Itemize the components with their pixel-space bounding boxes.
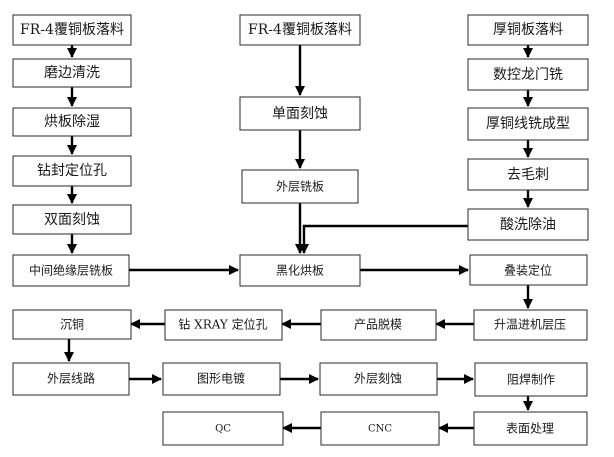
svg-text:阻焊制作: 阻焊制作 <box>507 372 555 387</box>
node-qc: QC <box>162 411 284 446</box>
svg-text:黑化烘板: 黑化烘板 <box>276 264 324 278</box>
svg-text:图形电镀: 图形电镀 <box>197 372 245 386</box>
flow-edges <box>63 45 534 434</box>
svg-text:QC: QC <box>215 424 231 435</box>
svg-text:数控龙门铣: 数控龙门铣 <box>493 67 563 83</box>
flow-nodes: FR-4覆铜板落料 磨边清洗 烘板除湿 钻封定位孔 双面刻蚀 中间绝缘层铣板 F… <box>12 14 589 446</box>
edge-acid-to-blacken <box>298 224 468 255</box>
node-fr4-cut-mid: FR-4覆铜板落料 <box>239 14 361 46</box>
node-thick-copper-cut: 厚铜板落料 <box>467 14 589 46</box>
svg-text:烘板除湿: 烘板除湿 <box>44 114 100 130</box>
node-outer-circuit: 外层线路 <box>12 362 130 396</box>
svg-text:厚铜线铣成型: 厚铜线铣成型 <box>486 116 570 132</box>
node-product-demold: 产品脱模 <box>320 309 437 341</box>
svg-text:去毛刺: 去毛刺 <box>507 167 549 183</box>
node-heat-press: 升温进机层压 <box>473 309 588 341</box>
svg-text:CNC: CNC <box>368 424 392 435</box>
svg-text:FR-4覆铜板落料: FR-4覆铜板落料 <box>248 22 352 38</box>
node-outer-etch: 外层刻蚀 <box>319 362 438 396</box>
node-copper-sink: 沉铜 <box>12 309 132 340</box>
node-deburr: 去毛刺 <box>467 158 589 191</box>
svg-text:双面刻蚀: 双面刻蚀 <box>44 212 100 228</box>
svg-text:叠装定位: 叠装定位 <box>504 263 552 278</box>
svg-text:外层刻蚀: 外层刻蚀 <box>354 372 402 386</box>
svg-text:升温进机层压: 升温进机层压 <box>494 318 566 332</box>
node-pattern-plate: 图形电镀 <box>162 362 281 396</box>
node-surface-finish: 表面处理 <box>473 411 588 446</box>
svg-text:钻封定位孔: 钻封定位孔 <box>37 163 107 179</box>
node-stack-position: 叠装定位 <box>469 254 588 286</box>
svg-text:单面刻蚀: 单面刻蚀 <box>272 106 328 122</box>
svg-text:厚铜板落料: 厚铜板落料 <box>493 22 563 38</box>
node-acid-degrease: 酸洗除油 <box>467 208 589 241</box>
svg-text:磨边清洗: 磨边清洗 <box>44 65 100 81</box>
node-double-etch: 双面刻蚀 <box>12 204 132 235</box>
svg-text:外层线路: 外层线路 <box>47 371 95 386</box>
node-outer-mill: 外层铣板 <box>241 169 359 204</box>
svg-text:FR-4覆铜板落料: FR-4覆铜板落料 <box>20 22 124 38</box>
node-drill-xray: 钻 XRAY 定位孔 <box>164 309 283 341</box>
node-solder-mask: 阻焊制作 <box>474 362 588 397</box>
node-drill-seal-holes: 钻封定位孔 <box>12 155 132 187</box>
node-mid-insulation-mill: 中间绝缘层铣板 <box>12 254 130 287</box>
node-blacken-bake: 黑化烘板 <box>239 254 361 287</box>
svg-text:酸洗除油: 酸洗除油 <box>500 217 556 233</box>
svg-text:沉铜: 沉铜 <box>60 317 84 332</box>
node-cnc: CNC <box>320 411 440 446</box>
svg-text:外层铣板: 外层铣板 <box>276 180 324 194</box>
node-fr4-cut-left: FR-4覆铜板落料 <box>12 14 132 46</box>
node-thick-line-mill: 厚铜线铣成型 <box>467 107 589 141</box>
svg-text:产品脱模: 产品脱模 <box>354 317 402 332</box>
node-bake-dehumidify: 烘板除湿 <box>12 107 132 137</box>
svg-text:钻 XRAY 定位孔: 钻 XRAY 定位孔 <box>178 317 267 332</box>
node-single-etch: 单面刻蚀 <box>239 96 361 131</box>
svg-text:表面处理: 表面处理 <box>506 422 554 436</box>
node-cnc-gantry-mill: 数控龙门铣 <box>467 58 589 91</box>
node-edge-grind-clean: 磨边清洗 <box>12 58 132 88</box>
svg-text:中间绝缘层铣板: 中间绝缘层铣板 <box>29 263 113 278</box>
